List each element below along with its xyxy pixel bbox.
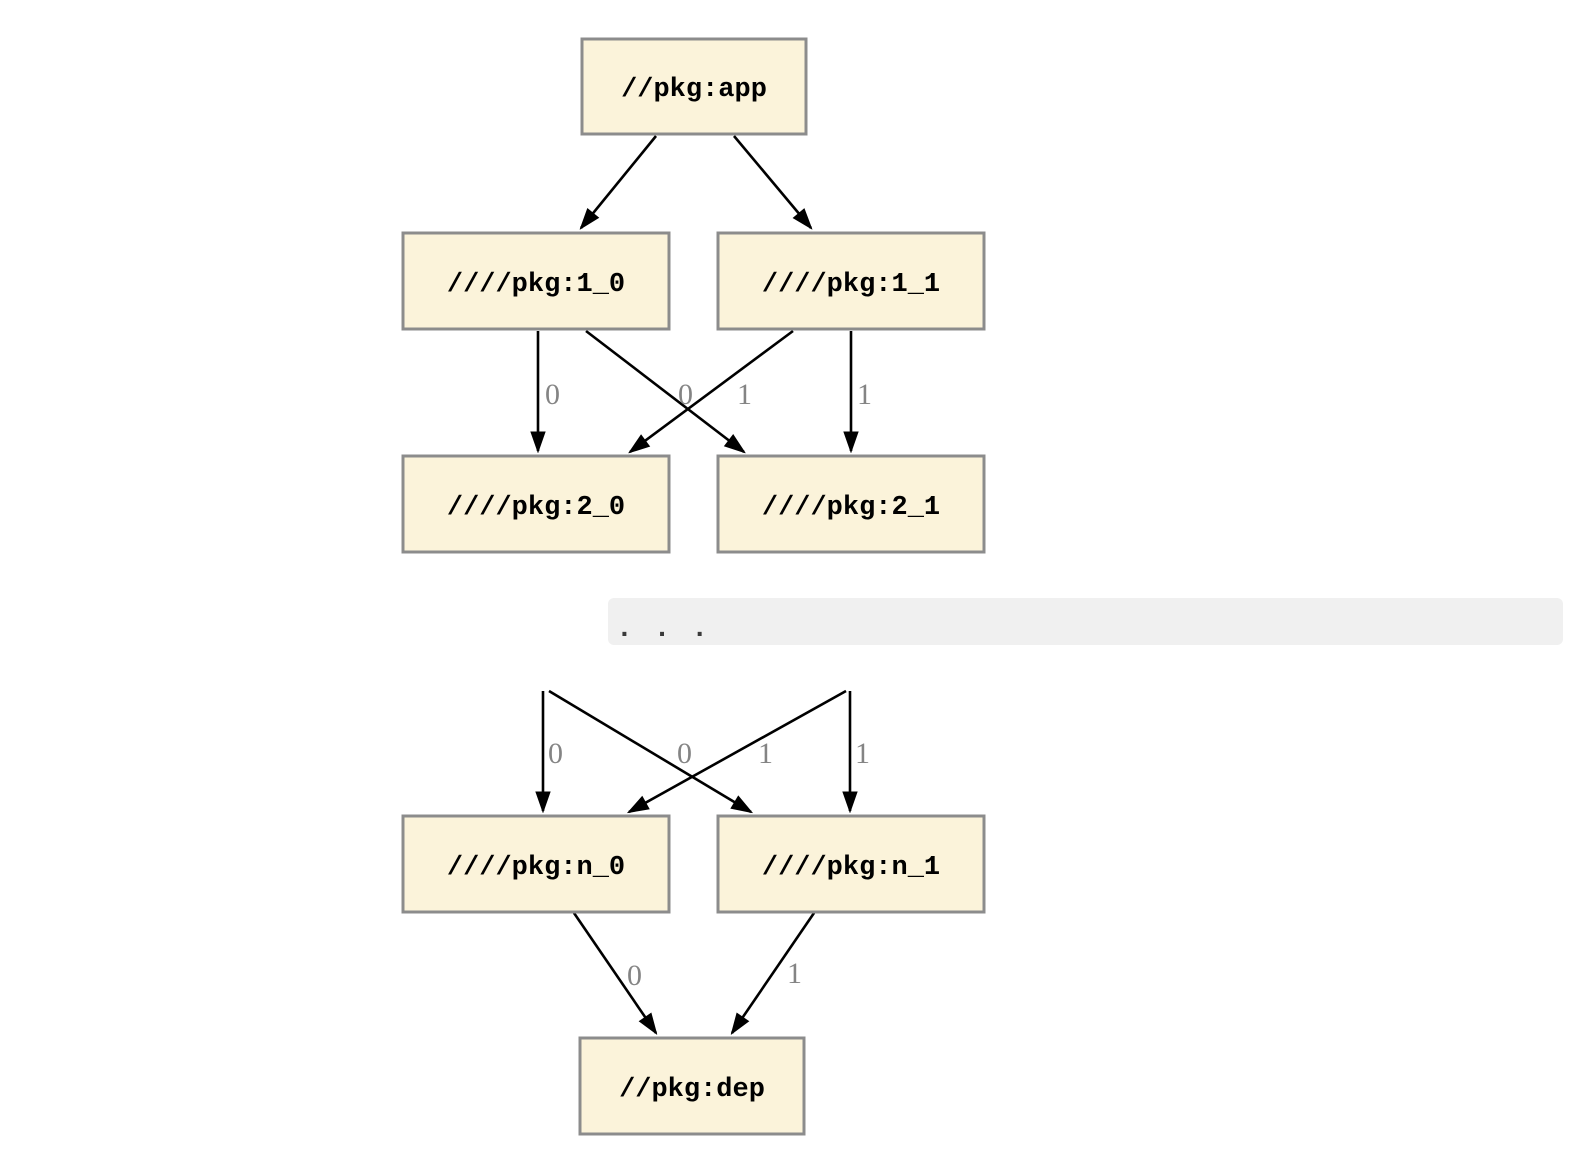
edge-label-1-0-to-2-0: 0 xyxy=(545,378,560,411)
node-pkg-1-0-box xyxy=(401,231,671,331)
node-app-box xyxy=(580,37,808,136)
edge-n-0-to-dep xyxy=(572,912,656,1033)
edge-1-1-to-2-0 xyxy=(630,329,794,452)
node-pkg-n-1-box xyxy=(716,814,986,914)
node-pkg-1-0: ////pkg:1_0 xyxy=(401,231,671,331)
node-pkg-n-1-label: ////pkg:n_1 xyxy=(762,853,940,883)
node-app-label: //pkg:app xyxy=(621,75,767,105)
edge-layer xyxy=(538,135,851,1033)
node-layer: //pkg:app ////pkg:1_0 ////pkg:1_1 ////pk… xyxy=(401,37,986,1136)
node-pkg-1-1-label: ////pkg:1_1 xyxy=(762,270,940,300)
node-pkg-2-0-box xyxy=(401,454,671,554)
node-dep-box xyxy=(578,1036,806,1136)
node-app: //pkg:app xyxy=(580,37,808,136)
edge-1-0-to-2-1 xyxy=(585,329,744,452)
edge-label-1-1-to-2-0: 0 xyxy=(678,378,693,411)
node-pkg-2-0: ////pkg:2_0 xyxy=(401,454,671,554)
node-pkg-1-1: ////pkg:1_1 xyxy=(716,231,986,331)
edge-label-ellipsis-right-to-n-0: 0 xyxy=(677,737,692,770)
edge-ellipsis-right-to-n-0 xyxy=(629,689,847,812)
ellipsis-row: . . . xyxy=(608,598,1563,645)
edge-label-ellipsis-right-to-n-1: 1 xyxy=(855,737,870,770)
node-pkg-1-1-box xyxy=(716,231,986,331)
node-pkg-n-1: ////pkg:n_1 xyxy=(716,814,986,914)
edge-label-n-0-to-dep: 0 xyxy=(627,959,642,992)
edge-app-to-1-0 xyxy=(581,135,658,228)
node-pkg-2-0-label: ////pkg:2_0 xyxy=(447,493,625,523)
node-pkg-2-1-label: ////pkg:2_1 xyxy=(762,493,940,523)
edge-ellipsis-left-to-n-1 xyxy=(548,689,751,812)
edge-label-layer: 0 1 0 1 0 1 0 1 0 1 xyxy=(545,378,872,992)
node-pkg-1-0-label: ////pkg:1_0 xyxy=(447,270,625,300)
node-pkg-n-0-box xyxy=(401,814,671,914)
edge-label-n-1-to-dep: 1 xyxy=(787,957,802,990)
edge-n-1-to-dep xyxy=(732,912,816,1033)
ellipsis-band xyxy=(608,598,1563,645)
edge-label-1-0-to-2-1: 1 xyxy=(737,378,752,411)
edge-label-1-1-to-2-1: 1 xyxy=(857,378,872,411)
edge-app-to-1-1 xyxy=(733,135,811,228)
ellipsis-label: . . . xyxy=(616,614,710,645)
node-dep: //pkg:dep xyxy=(578,1036,806,1136)
edge-label-ellipsis-left-to-n-0: 0 xyxy=(548,737,563,770)
node-pkg-2-1: ////pkg:2_1 xyxy=(716,454,986,554)
node-pkg-n-0: ////pkg:n_0 xyxy=(401,814,671,914)
edge-label-ellipsis-left-to-n-1: 1 xyxy=(758,737,773,770)
node-pkg-2-1-box xyxy=(716,454,986,554)
node-pkg-n-0-label: ////pkg:n_0 xyxy=(447,853,625,883)
node-dep-label: //pkg:dep xyxy=(619,1075,765,1105)
